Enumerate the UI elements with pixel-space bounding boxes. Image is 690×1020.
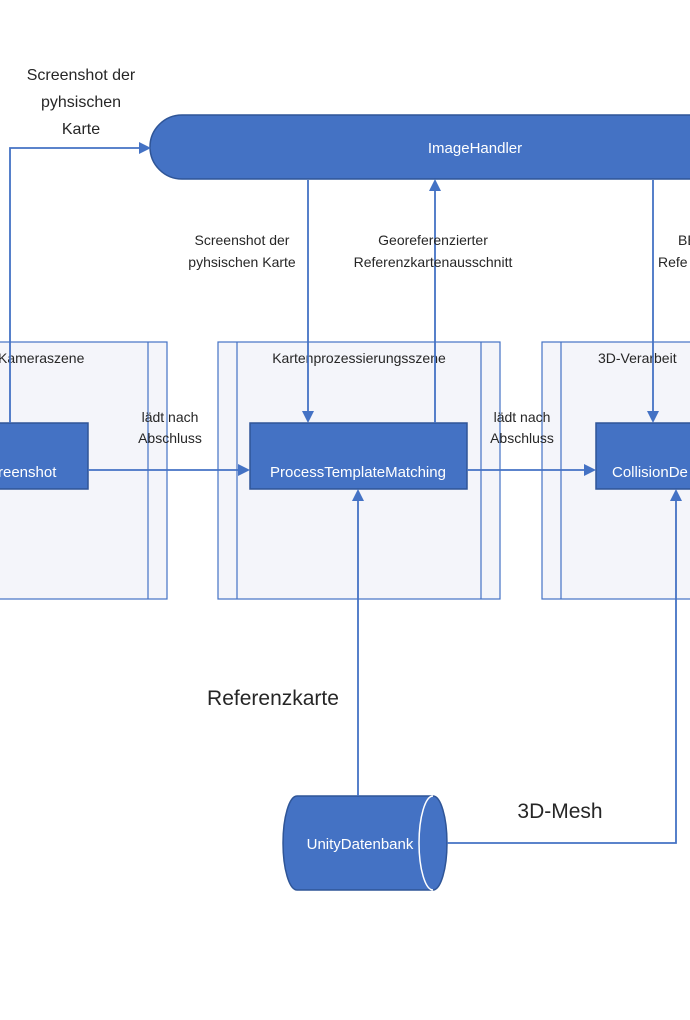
screenshot-node-label: reenshot — [0, 464, 57, 481]
edge-label-screenshot-top: Screenshot der pyhsischen Karte — [27, 67, 136, 138]
arrow-datenbank-to-collision — [447, 489, 682, 844]
edge-label-line: pyhsischen — [41, 94, 121, 111]
scene-3d-verarbeitung-label: 3D-Verarbeit — [598, 350, 677, 366]
process-template-matching-label: ProcessTemplateMatching — [270, 464, 446, 481]
unity-datenbank-label: UnityDatenbank — [307, 836, 414, 853]
edge-label-line: Screenshot der — [27, 67, 136, 84]
edge-label-screenshot-mid: Screenshot der pyhsischen Karte — [188, 232, 296, 270]
edge-label-line: lädt nach — [494, 409, 551, 425]
edge-label-line: Abschluss — [138, 430, 202, 446]
edge-label-line: Refe — [658, 254, 688, 270]
edge-label-referenzkarte: Referenzkarte — [207, 687, 339, 710]
edge-label-line: Referenzkartenausschnitt — [354, 254, 513, 270]
edge-label-laedt-nach-1: lädt nach Abschluss — [138, 409, 202, 446]
unity-datenbank-node: UnityDatenbank — [282, 795, 448, 891]
process-template-matching-node: ProcessTemplateMatching — [249, 422, 468, 490]
arrows — [9, 142, 682, 844]
edge-label-line: Screenshot der — [195, 232, 290, 248]
edge-label-line: Abschluss — [490, 430, 554, 446]
screenshot-node: reenshot — [0, 422, 89, 490]
edge-label-line: Karte — [62, 121, 100, 138]
scene-kamera-label: Kameraszene — [0, 350, 85, 366]
edge-label-right-partial: BB Refe — [658, 232, 690, 270]
collision-detection-label: CollisionDe — [612, 464, 688, 481]
collision-detection-node: CollisionDe — [595, 422, 690, 490]
image-handler-label: ImageHandler — [428, 140, 522, 157]
edge-label-3d-mesh: 3D-Mesh — [517, 800, 602, 823]
edge-label-line: pyhsischen Karte — [188, 254, 296, 270]
image-handler-node: ImageHandler — [149, 114, 690, 180]
edge-label-laedt-nach-2: lädt nach Abschluss — [490, 409, 554, 446]
arrow-screenshot-to-imagehandler — [9, 142, 151, 423]
scene-kartenprozessierung-label: Kartenprozessierungsszene — [272, 350, 446, 366]
edge-label-line: Georeferenzierter — [378, 232, 488, 248]
edge-label-line: lädt nach — [142, 409, 199, 425]
edge-label-georef: Georeferenzierter Referenzkartenausschni… — [354, 232, 513, 270]
edge-label-line: BB — [678, 232, 690, 248]
